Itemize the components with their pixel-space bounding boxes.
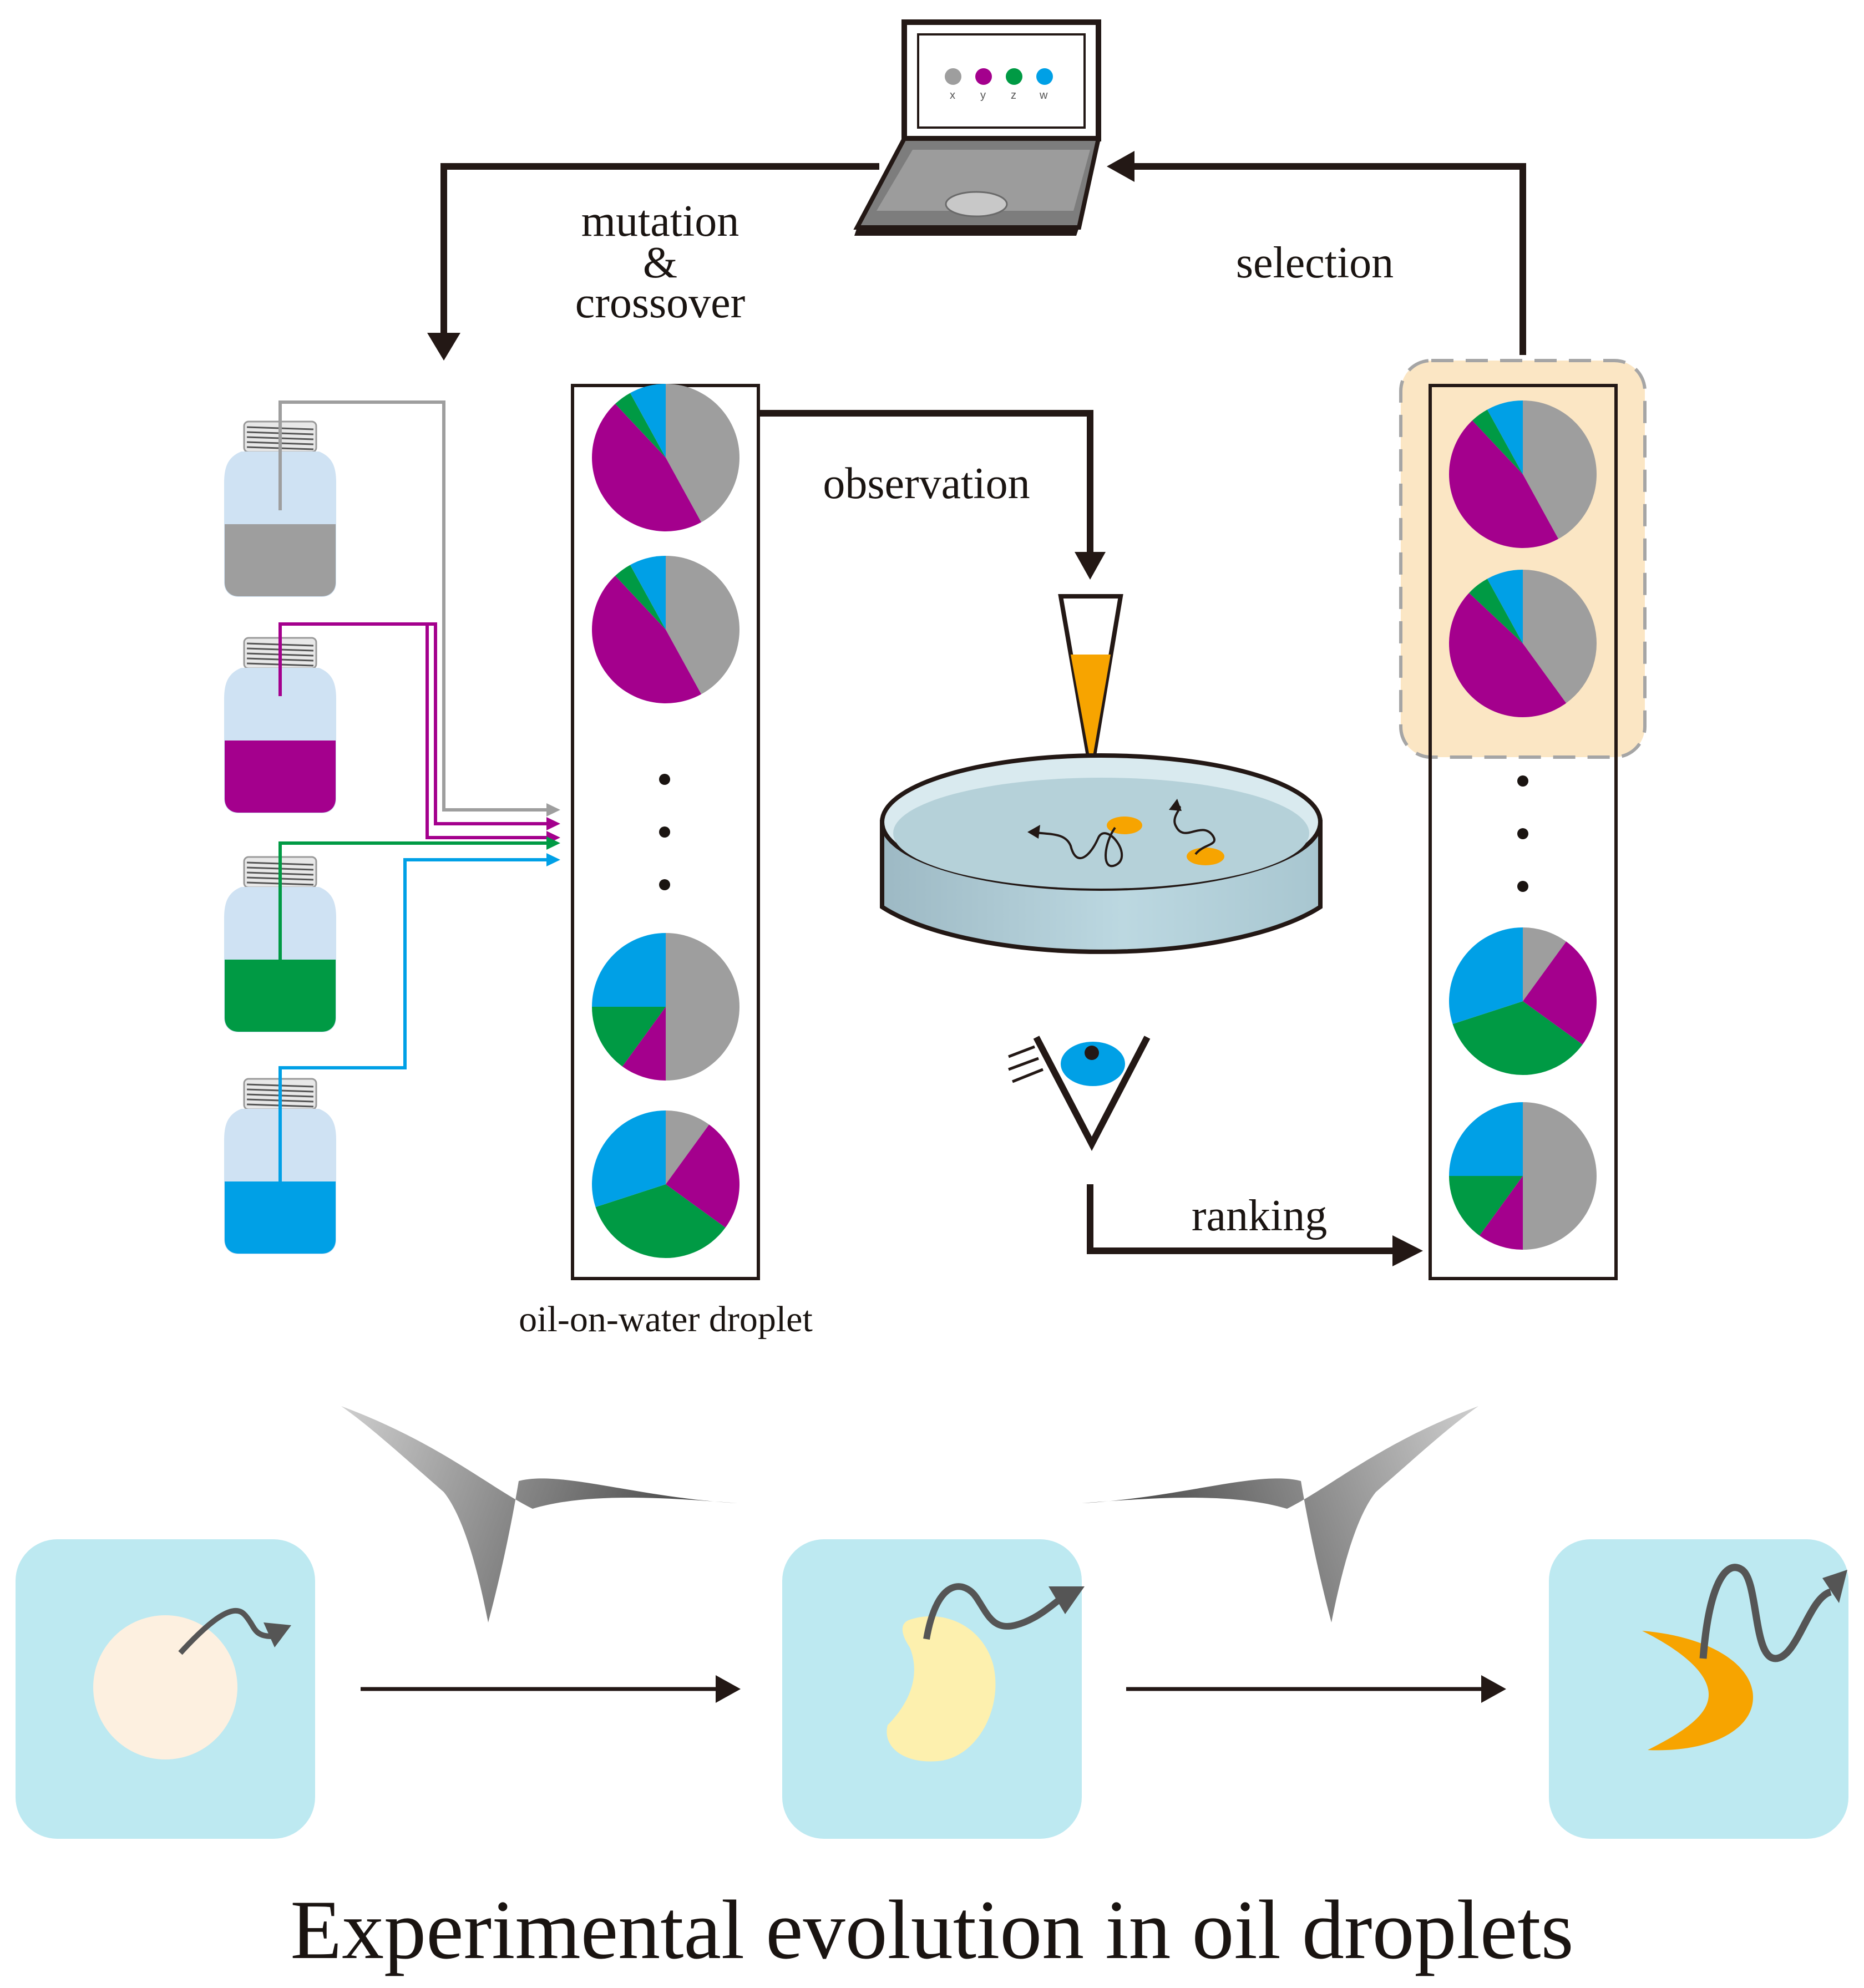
ranked-droplet-pie — [1448, 570, 1597, 718]
droplet-caption: oil-on-water droplet — [519, 1299, 813, 1340]
evolution-tile-2 — [782, 1539, 1085, 1839]
pie-slice-y — [1479, 1176, 1523, 1250]
droplet-pie — [591, 384, 739, 532]
selection-arrow — [1107, 151, 1526, 355]
funnel-left-icon — [341, 1406, 738, 1622]
pie-slice-w — [1449, 1102, 1523, 1176]
pie-slice-z — [615, 393, 666, 458]
tube-z-line — [278, 836, 560, 965]
ranked-droplet-pie — [1449, 927, 1597, 1076]
observation-arrow — [760, 410, 1106, 580]
legend-y-dot — [975, 68, 992, 85]
pie-slice-w — [1487, 400, 1523, 474]
droplet-pie — [592, 1110, 739, 1258]
pie-slice-y — [1449, 420, 1559, 548]
legend-y-label: y — [980, 89, 986, 102]
selection-label: selection — [1236, 239, 1394, 287]
legend-x-label: x — [950, 89, 955, 102]
evolution-tile-1 — [16, 1539, 315, 1839]
page-title: Experimental evolution in oil droplets — [290, 1883, 1573, 1976]
pie-slice-z — [592, 1007, 666, 1067]
observation-label: observation — [823, 459, 1030, 508]
tube-w-line — [278, 853, 560, 1184]
evolution-tile-3 — [1549, 1539, 1848, 1839]
mutation-arrow — [427, 163, 879, 361]
legend-z-dot — [1006, 68, 1022, 85]
eye-icon — [1008, 1036, 1151, 1151]
tube-x-line — [278, 400, 560, 816]
laptop-icon: x y z w — [853, 19, 1101, 236]
pie-slice-w — [592, 1110, 666, 1208]
legend-x-dot — [945, 68, 961, 85]
pie-slice-w — [1449, 927, 1523, 1025]
pie-slice-x — [666, 384, 739, 523]
right-pie-list — [1448, 400, 1597, 1250]
ampersand-label: & — [643, 239, 677, 287]
pie-slice-x — [1523, 400, 1597, 539]
pie-slice-z — [615, 565, 666, 630]
pie-slice-y — [666, 1124, 739, 1228]
legend-w-label: w — [1039, 89, 1048, 102]
pie-slice-w — [592, 933, 666, 1007]
pie-slice-x — [1523, 1102, 1597, 1250]
droplet-column-right — [1429, 384, 1618, 1280]
pie-slice-x — [666, 556, 740, 694]
droplet-pie — [592, 933, 739, 1081]
pie-slice-y — [1448, 592, 1567, 718]
bottle-y-icon — [224, 637, 336, 813]
pipette-icon — [1058, 594, 1123, 773]
pie-slice-z — [1449, 1176, 1523, 1236]
pie-slice-z — [1472, 409, 1523, 474]
pie-slice-y — [591, 404, 702, 532]
pie-slice-y — [622, 1007, 666, 1081]
crossover-label: crossover — [575, 278, 746, 327]
ranked-droplet-pie — [1449, 1102, 1597, 1250]
round-droplet-icon — [93, 1615, 237, 1759]
pie-slice-z — [1469, 579, 1523, 643]
mutation-label: mutation — [581, 197, 739, 246]
right-ellipsis — [1517, 775, 1528, 892]
pie-slice-z — [1452, 1001, 1583, 1076]
pie-slice-z — [595, 1184, 726, 1258]
ranking-arrow — [1087, 1184, 1423, 1266]
left-pie-list — [591, 384, 740, 1258]
pie-slice-x — [666, 933, 739, 1081]
left-ellipsis — [659, 774, 670, 890]
ranked-droplet-pie — [1449, 400, 1597, 548]
crescent-droplet-icon — [1642, 1631, 1753, 1751]
legend-w-dot — [1036, 68, 1053, 85]
petri-dish-icon — [880, 753, 1323, 954]
ranking-label: ranking — [1192, 1191, 1327, 1240]
pie-slice-y — [591, 576, 702, 704]
pie-slice-x — [666, 1110, 710, 1184]
pie-slice-w — [630, 384, 666, 458]
funnel-right-icon — [1082, 1406, 1478, 1622]
droplet-pie — [591, 556, 740, 704]
tube-y-line — [278, 622, 560, 844]
bean-droplet-icon — [887, 1616, 996, 1762]
laptop-legend: x y z w — [945, 68, 1053, 102]
legend-z-label: z — [1011, 89, 1016, 102]
pie-slice-w — [630, 556, 666, 630]
pie-slice-y — [1523, 941, 1597, 1045]
evolution-arrow-1 — [361, 1675, 741, 1703]
pie-slice-x — [1523, 927, 1567, 1001]
evolution-arrow-2 — [1126, 1675, 1506, 1703]
pie-slice-w — [1487, 570, 1523, 643]
pie-slice-x — [1523, 570, 1597, 703]
